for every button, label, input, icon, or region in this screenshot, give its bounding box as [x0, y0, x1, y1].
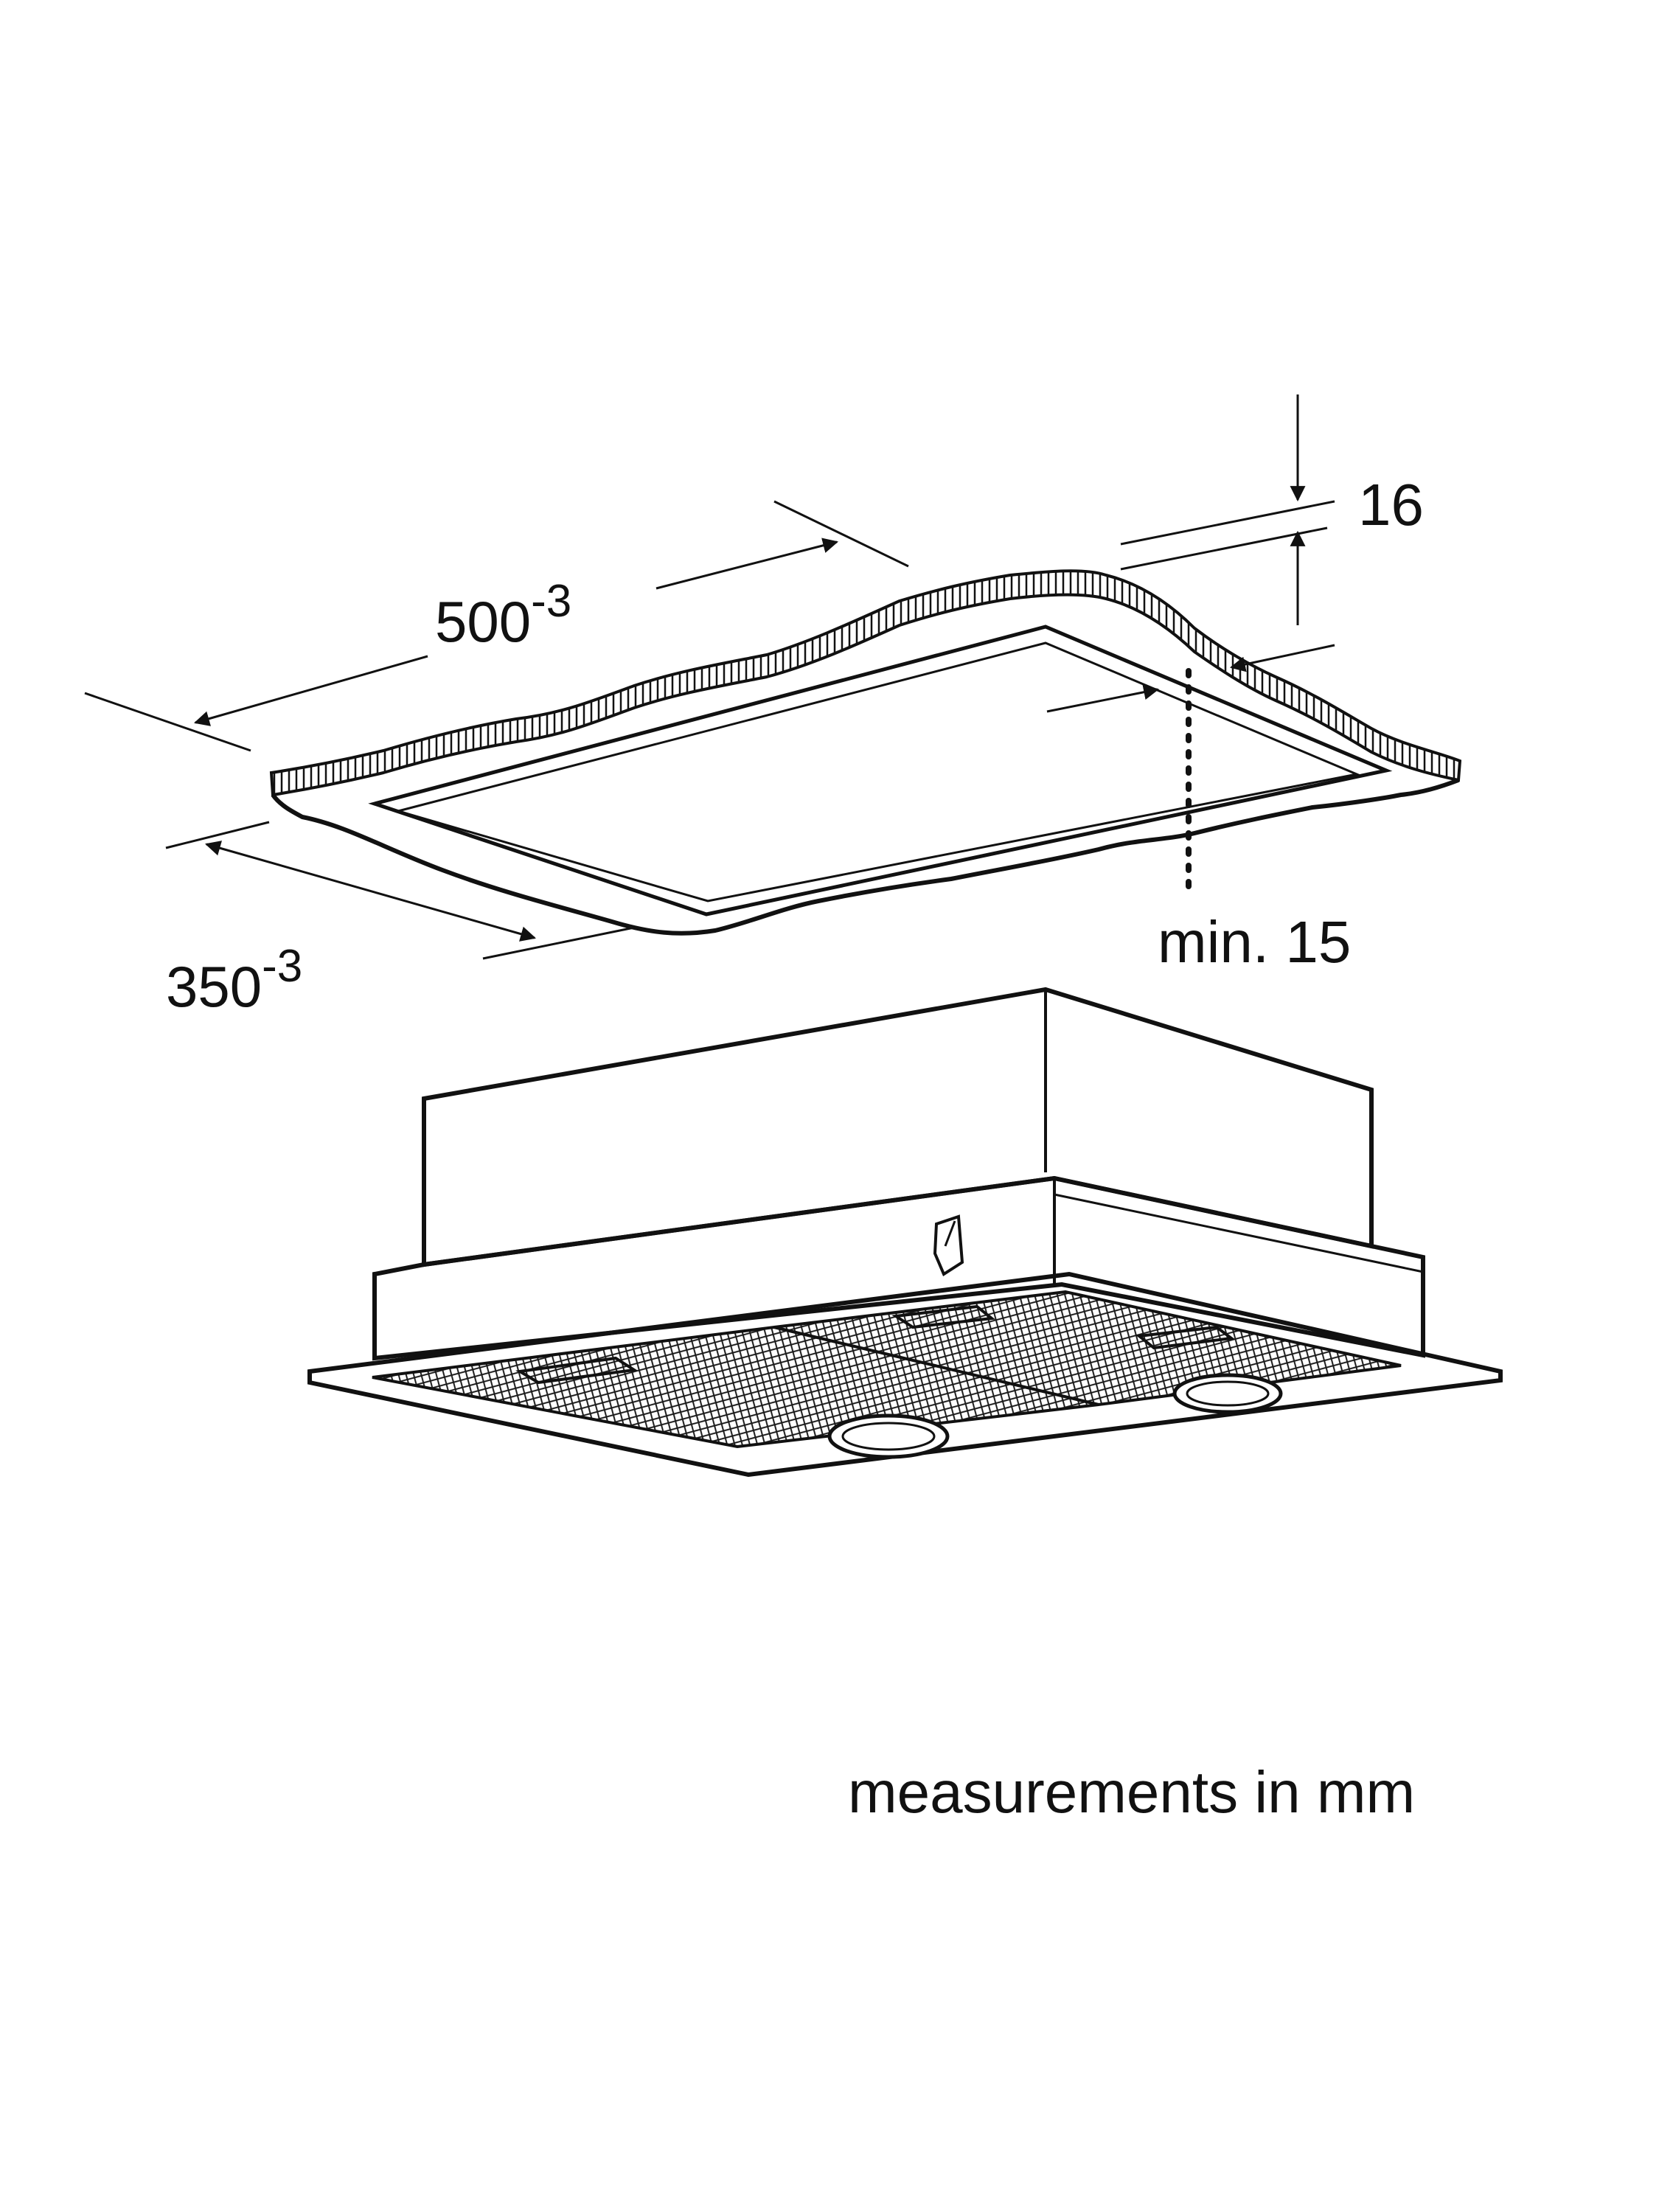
clearance-arrow-in: [1046, 684, 1160, 713]
depth-label: 350-3: [166, 941, 302, 1019]
light-left: [827, 1413, 950, 1459]
width-extension-line-left: [84, 692, 251, 752]
light-left-inner: [841, 1422, 936, 1451]
width-extension-line-right: [773, 500, 909, 568]
hood-lower-body-lip: [1054, 1193, 1424, 1273]
latch-icon: [933, 1214, 964, 1276]
filter-handle-right: [1135, 1325, 1236, 1350]
filter-handle-left: [515, 1356, 639, 1385]
depth-extension-line-bottom: [482, 926, 635, 960]
width-dimension: 500-3: [84, 500, 909, 752]
width-value: 500: [435, 589, 531, 654]
light-right-inner: [1186, 1380, 1270, 1407]
clearance-dimension: min. 15: [1046, 644, 1351, 975]
hood-upper-body: [422, 987, 1374, 1267]
clearance-label: min. 15: [1158, 909, 1351, 975]
depth-arrow: [204, 841, 537, 942]
thickness-label: 16: [1358, 472, 1424, 538]
depth-extension-line-top: [165, 821, 270, 849]
filter-handle-center: [891, 1304, 996, 1329]
depth-dimension: 350-3: [165, 821, 635, 1019]
clearance-arrow-out: [1229, 644, 1335, 672]
thickness-extension-line-top: [1120, 500, 1335, 546]
depth-tolerance: -3: [262, 941, 302, 992]
units-note: measurements in mm: [848, 1759, 1415, 1825]
thickness-dimension: 16: [1120, 394, 1424, 625]
depth-value: 350: [166, 954, 262, 1019]
width-label: 500-3: [435, 576, 571, 654]
width-arrow-left: [193, 655, 428, 726]
thickness-extension-line-bottom: [1120, 526, 1328, 571]
width-arrow-right: [655, 538, 839, 590]
latch-icon-fold: [944, 1220, 956, 1247]
cutout-opening: [368, 625, 1393, 917]
hood-unit: [307, 987, 1503, 1478]
cutout-inner-lip: [394, 641, 1361, 902]
width-tolerance: -3: [531, 576, 571, 627]
